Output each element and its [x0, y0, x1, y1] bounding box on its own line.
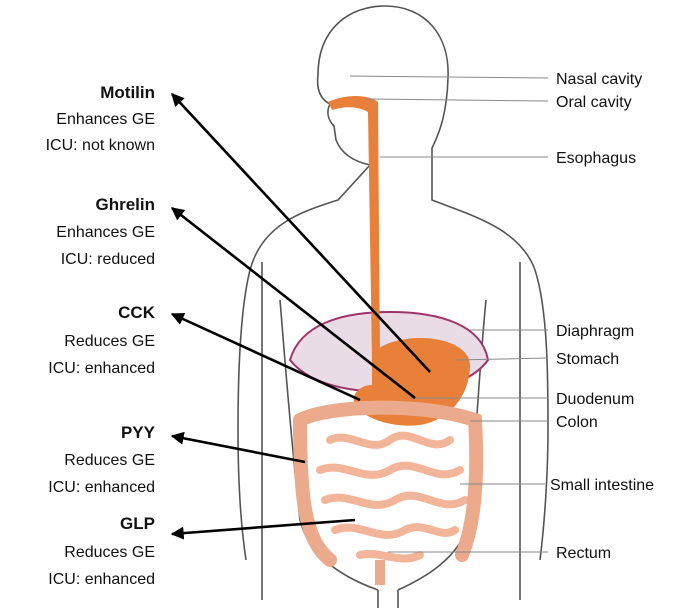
small-intestine-coils: [320, 436, 465, 559]
hormone-ghrelin: Ghrelin Enhances GE ICU: reduced: [56, 195, 155, 268]
label-oral-cavity: Oral cavity: [556, 94, 632, 111]
hormone-icu: ICU: not known: [46, 137, 155, 154]
label-esophagus: Esophagus: [556, 150, 636, 167]
hormone-name: Motilin: [100, 83, 155, 102]
body-outline: [238, 6, 548, 608]
hormone-icu: ICU: reduced: [61, 251, 155, 268]
arrow-glp: [172, 520, 355, 534]
hormone-icu: ICU: enhanced: [48, 360, 155, 377]
hormone-name: CCK: [118, 303, 156, 322]
label-small-intestine: Small intestine: [550, 477, 654, 494]
label-duodenum: Duodenum: [556, 391, 634, 408]
leader-oral: [365, 99, 548, 101]
hormone-name: Ghrelin: [95, 195, 155, 214]
leader-nasal: [350, 76, 548, 78]
hormone-icu: ICU: enhanced: [48, 479, 155, 496]
hormone-effect: Enhances GE: [56, 111, 155, 128]
hormone-cck: CCK Reduces GE ICU: enhanced: [48, 303, 155, 377]
hormone-pyy: PYY Reduces GE ICU: enhanced: [48, 423, 155, 496]
label-nasal-cavity: Nasal cavity: [556, 71, 642, 88]
label-diaphragm: Diaphragm: [556, 323, 634, 340]
hormone-name: GLP: [120, 514, 155, 533]
hormone-effect: Reduces GE: [64, 544, 155, 561]
hormone-icu: ICU: enhanced: [48, 571, 155, 588]
head-outline: [318, 6, 548, 560]
label-rectum: Rectum: [556, 545, 611, 562]
legs: [378, 590, 398, 608]
hormone-glp: GLP Reduces GE ICU: enhanced: [48, 514, 155, 588]
hormone-motilin: Motilin Enhances GE ICU: not known: [46, 83, 155, 154]
organ-labels: Nasal cavity Oral cavity Esophagus Diaph…: [550, 71, 654, 562]
hormone-effect: Reduces GE: [64, 452, 155, 469]
hormone-effect: Enhances GE: [56, 224, 155, 241]
hormone-effect: Reduces GE: [64, 333, 155, 350]
label-stomach: Stomach: [556, 351, 619, 368]
label-colon: Colon: [556, 414, 598, 431]
hormone-labels: Motilin Enhances GE ICU: not known Ghrel…: [46, 83, 156, 588]
hormone-name: PYY: [121, 423, 156, 442]
